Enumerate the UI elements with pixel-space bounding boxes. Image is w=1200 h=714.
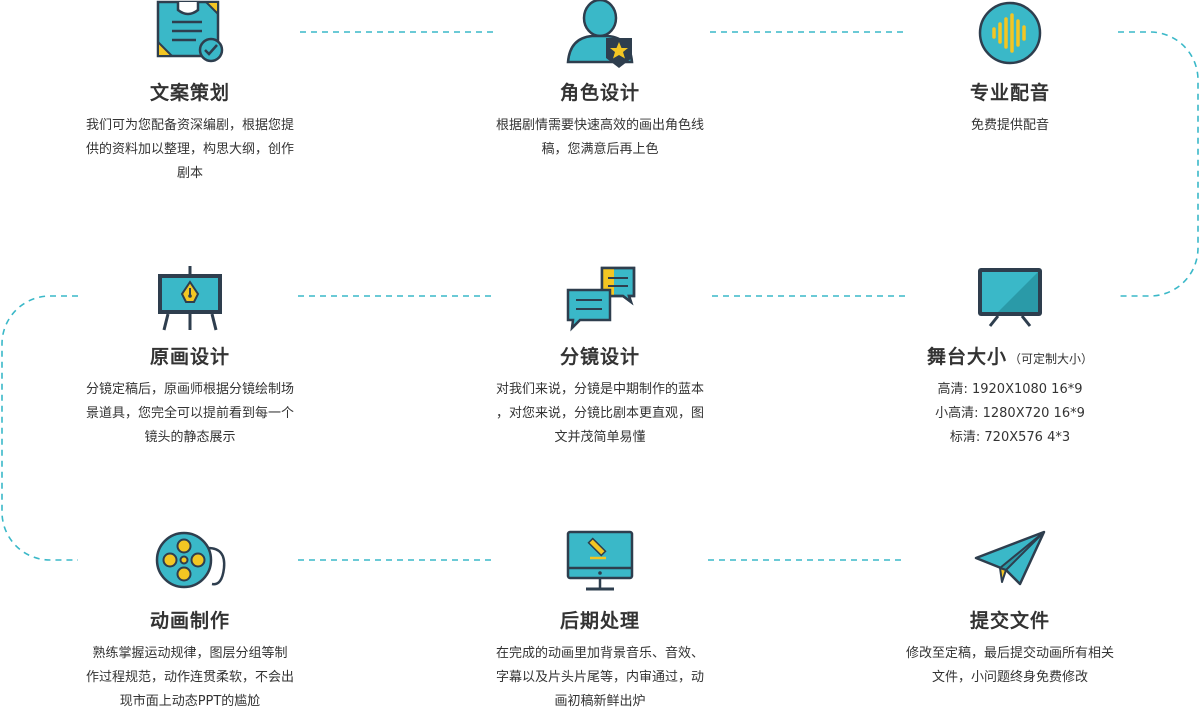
- step-title: 动画制作: [50, 606, 330, 633]
- step-description-line: 我们可为您配备资深编剧，根据您提: [85, 118, 294, 133]
- step-description-line: 字幕以及片头片尾等，内审通过，动: [495, 670, 704, 685]
- step-description: 修改至定稿，最后提交动画所有相关 文件，小问题终身免费修改: [890, 642, 1130, 690]
- step-description-line: 文件，小问题终身免费修改: [931, 670, 1088, 685]
- connector-4-7: [1, 295, 78, 561]
- step-title: 原画设计: [50, 342, 330, 369]
- step-title-text: 原画设计: [149, 346, 230, 368]
- step-description: 在完成的动画里加背景音乐、音效、 字幕以及片头片尾等，内审通过，动 画初稿新鲜出…: [480, 642, 720, 714]
- step-description-line: 镜头的静态展示: [144, 430, 236, 445]
- film-reel-icon: [150, 528, 230, 598]
- step-description: 熟练掌握运动规律，图层分组等制 作过程规范，动作连贯柔软，不会出 现市面上动态P…: [70, 642, 310, 714]
- step-title: 提交文件: [870, 606, 1150, 633]
- audio-wave-icon: [970, 0, 1050, 70]
- step-description-line: 免费提供配音: [970, 118, 1049, 133]
- step-title-text: 专业配音: [969, 82, 1050, 104]
- step-description: 根据剧情需要快速高效的画出角色线 稿，您满意后再上色: [480, 114, 720, 162]
- tv-screen-icon: [970, 264, 1050, 334]
- monitor-edit-icon: [560, 528, 640, 598]
- step-title: 专业配音: [870, 78, 1150, 105]
- step-description: 我们可为您配备资深编剧，根据您提 供的资料加以整理，构思大纲，创作 剧本: [70, 114, 310, 186]
- step-title: 后期处理: [460, 606, 740, 633]
- step-description-line: 对我们来说，分镜是中期制作的蓝本: [495, 382, 704, 397]
- paper-plane-icon: [970, 528, 1050, 598]
- step-description-line: 作过程规范，动作连贯柔软，不会出: [85, 670, 294, 685]
- step-description: 分镜定稿后，原画师根据分镜绘制场 景道具，您完全可以提前看到每一个 镜头的静态展…: [70, 378, 310, 450]
- step-description-line: 高清: 1920X1080 16*9: [937, 382, 1083, 397]
- step-title-text: 舞台大小: [926, 346, 1007, 368]
- step-description-line: 分镜定稿后，原画师根据分镜绘制场: [85, 382, 294, 397]
- step-title: 文案策划: [50, 78, 330, 105]
- step-description-line: 根据剧情需要快速高效的画出角色线: [495, 118, 704, 133]
- step-title: 分镜设计: [460, 342, 740, 369]
- step-title-text: 提交文件: [969, 610, 1050, 632]
- step-title-note: （可定制大小）: [1009, 352, 1094, 366]
- step-title: 舞台大小（可定制大小）: [870, 342, 1150, 369]
- step-title-text: 后期处理: [559, 610, 640, 632]
- step-description: 对我们来说，分镜是中期制作的蓝本 ，对您来说，分镜比剧本更直观，图 文并茂简单易…: [480, 378, 720, 450]
- step-title-text: 文案策划: [149, 82, 230, 104]
- clipboard-check-icon: [150, 0, 230, 70]
- step-title-text: 动画制作: [149, 610, 230, 632]
- step-title-text: 分镜设计: [559, 346, 640, 368]
- step-description-line: 稿，您满意后再上色: [541, 142, 659, 157]
- step-description-line: 现市面上动态PPT的尴尬: [119, 694, 261, 709]
- chat-bubbles-icon: [560, 264, 640, 334]
- step-description-line: 景道具，您完全可以提前看到每一个: [85, 406, 294, 421]
- step-description-line: 熟练掌握运动规律，图层分组等制: [92, 646, 288, 661]
- drawing-easel-icon: [150, 264, 230, 334]
- step-description-line: 标清: 720X576 4*3: [949, 430, 1071, 445]
- step-description-line: ，对您来说，分镜比剧本更直观，图: [495, 406, 704, 421]
- step-description-line: 画初稿新鲜出炉: [554, 694, 646, 709]
- step-description-line: 在完成的动画里加背景音乐、音效、: [495, 646, 704, 661]
- step-description: 高清: 1920X1080 16*9 小高清: 1280X720 16*9 标清…: [890, 378, 1130, 450]
- step-description-line: 剧本: [176, 166, 203, 181]
- step-description: 免费提供配音: [890, 114, 1130, 138]
- connector-3-6: [1118, 31, 1199, 297]
- step-description-line: 文并茂简单易懂: [554, 430, 646, 445]
- step-description-line: 修改至定稿，最后提交动画所有相关: [905, 646, 1114, 661]
- step-title: 角色设计: [460, 78, 740, 105]
- step-description-line: 供的资料加以整理，构思大纲，创作: [85, 142, 294, 157]
- user-star-icon: [560, 0, 640, 70]
- step-description-line: 小高清: 1280X720 16*9: [935, 406, 1085, 421]
- step-title-text: 角色设计: [559, 82, 640, 104]
